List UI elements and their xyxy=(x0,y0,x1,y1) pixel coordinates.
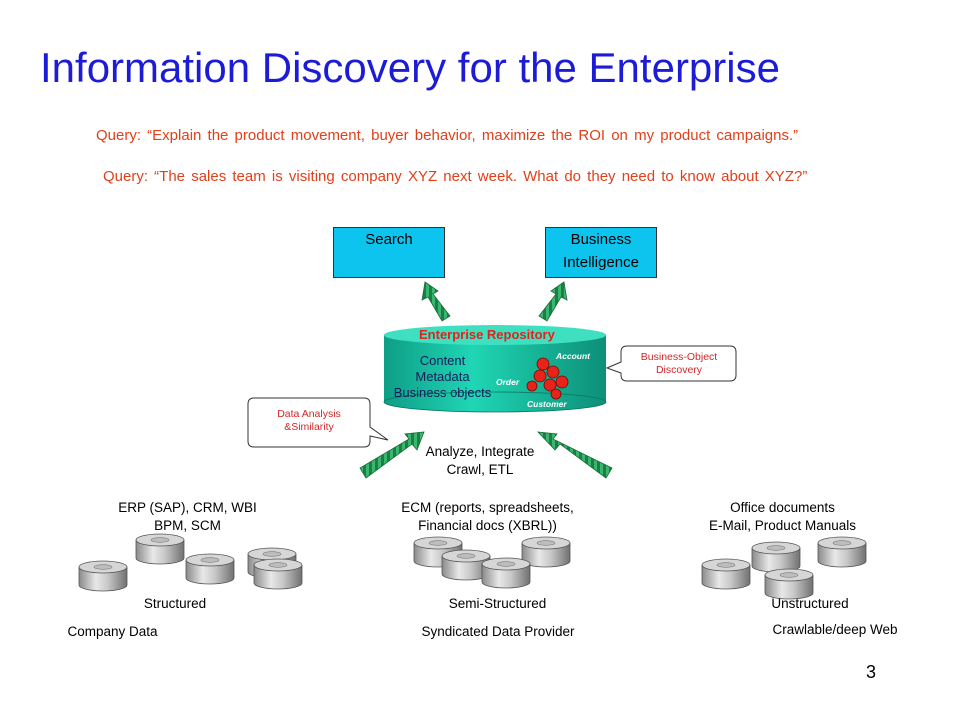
bi-label-line1: Business xyxy=(570,231,632,248)
analyze-line1: Analyze, Integrate xyxy=(425,444,535,459)
page-number: 3 xyxy=(866,662,877,682)
callout-data-analysis-text: Data Analysis &Similarity xyxy=(250,408,368,434)
erp-sources-label: ERP (SAP), CRM, WBI BPM, SCM xyxy=(100,499,275,535)
repository-title: Enterprise Repository xyxy=(419,327,555,342)
repository-customer-label: Customer xyxy=(527,399,567,409)
callout-bo-line1: Business-Object xyxy=(640,351,718,363)
erp-line2: BPM, SCM xyxy=(154,518,221,533)
enterprise-repository-cylinder xyxy=(383,325,607,413)
arrow-from-unstructured xyxy=(536,431,613,479)
ecm-line1: ECM (reports, spreadsheets, xyxy=(401,500,574,515)
ecm-line2: Financial docs (XBRL)) xyxy=(418,518,557,533)
repository-line-content: Content xyxy=(419,353,466,368)
office-sources-label: Office documents E-Mail, Product Manuals xyxy=(690,499,875,535)
query-product-movement: Query: “Explain the product movement, bu… xyxy=(96,127,799,144)
analyze-label: Analyze, Integrate Crawl, ETL xyxy=(420,443,540,479)
search-box: Search xyxy=(333,227,445,278)
business-object-cluster xyxy=(526,357,569,400)
callout-da-line1: Data Analysis xyxy=(277,408,341,420)
repository-order-label: Order xyxy=(496,377,520,387)
callout-bo-line2: Discovery xyxy=(655,364,703,376)
query-sales-team: Query: “The sales team is visiting compa… xyxy=(103,168,808,185)
syndicated-provider-label: Syndicated Data Provider xyxy=(421,624,575,639)
office-line1: Office documents xyxy=(730,500,835,515)
analyze-line2: Crawl, ETL xyxy=(446,462,514,477)
search-label: Search xyxy=(365,231,413,248)
arrow-to-business-intelligence xyxy=(538,281,568,322)
semi-structured-label: Semi-Structured xyxy=(448,596,547,611)
company-data-label: Company Data xyxy=(67,624,158,639)
callout-da-line2: &Similarity xyxy=(284,421,334,433)
semi-structured-disks xyxy=(413,536,571,589)
crawlable-web-label: Crawlable/deep Web xyxy=(772,622,898,637)
unstructured-disks xyxy=(701,536,867,600)
structured-label: Structured xyxy=(143,596,207,611)
callout-business-object-text: Business-Object Discovery xyxy=(622,351,736,377)
callout-data-analysis xyxy=(247,397,389,448)
repository-account-label: Account xyxy=(556,351,590,361)
arrow-from-structured xyxy=(359,431,425,479)
bi-label-line2: Intelligence xyxy=(563,254,639,271)
office-line2: E-Mail, Product Manuals xyxy=(708,518,857,533)
callout-business-object-discovery xyxy=(605,345,737,382)
repository-line-metadata: Metadata xyxy=(415,369,470,384)
structured-disks xyxy=(78,533,303,592)
unstructured-label: Unstructured xyxy=(771,596,849,611)
business-intelligence-box: Business Intelligence xyxy=(545,227,657,278)
page-title: Information Discovery for the Enterprise xyxy=(40,44,780,91)
repository-contents: Content Metadata Business objects xyxy=(380,353,505,401)
arrow-to-search xyxy=(421,281,451,322)
repository-line-business-objects: Business objects xyxy=(393,385,492,400)
erp-line1: ERP (SAP), CRM, WBI xyxy=(118,500,257,515)
ecm-sources-label: ECM (reports, spreadsheets, Financial do… xyxy=(380,499,595,535)
